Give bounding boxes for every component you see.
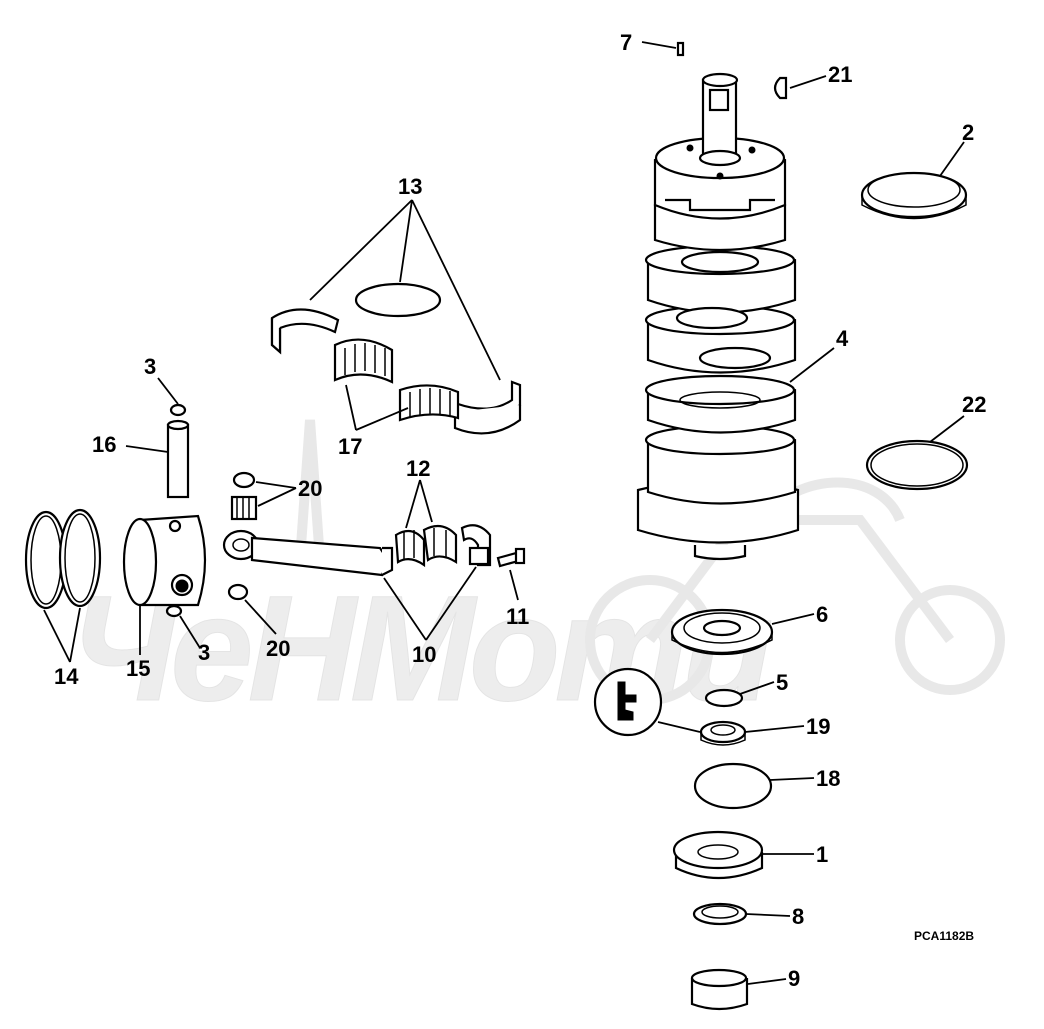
leader-lines <box>43 41 965 985</box>
connecting-rod-10 <box>222 529 394 577</box>
washer-20-top <box>232 471 256 489</box>
callout-4: 4 <box>836 326 849 351</box>
piston-rings-14 <box>24 508 102 610</box>
callout-14: 14 <box>54 664 79 689</box>
needle-bearing-17-a <box>333 338 394 384</box>
callout-18: 18 <box>816 766 840 791</box>
callout-17: 17 <box>338 434 362 459</box>
piston-pin-16 <box>166 419 190 499</box>
callout-7: 7 <box>620 30 632 55</box>
callout-22: 22 <box>962 392 986 417</box>
watermark: ЧеНМоти <box>70 419 1005 733</box>
key-part-7 <box>676 41 685 57</box>
bearing-shell-13-right <box>453 380 522 435</box>
needle-bearing-17-b <box>398 384 460 422</box>
callout-20-bottom: 20 <box>266 636 290 661</box>
callout-16: 16 <box>92 432 116 457</box>
callout-20-top: 20 <box>298 476 322 501</box>
woodruff-key-21 <box>773 76 788 100</box>
seal-ring-2 <box>860 171 968 220</box>
rod-cap-10 <box>460 524 492 567</box>
callout-3-bottom: 3 <box>198 640 210 665</box>
o-ring-18 <box>693 762 773 810</box>
callout-19: 19 <box>806 714 830 739</box>
callout-9: 9 <box>788 966 800 991</box>
drawing-code: PCA1182B <box>914 929 974 943</box>
needle-bearing-12 <box>394 524 458 568</box>
needle-bearing-20 <box>230 495 258 521</box>
callout-21: 21 <box>828 62 852 87</box>
callout-8: 8 <box>792 904 804 929</box>
callout-13: 13 <box>398 174 422 199</box>
retaining-ring-5 <box>704 688 744 708</box>
sleeve-9 <box>690 968 749 1011</box>
circlip-3-top <box>169 403 187 417</box>
callout-15: 15 <box>126 656 150 681</box>
crankshaft <box>636 72 800 561</box>
cap-screw-11 <box>496 547 526 568</box>
seal-19 <box>699 720 747 746</box>
callout-12: 12 <box>406 456 430 481</box>
callout-3-top: 3 <box>144 354 156 379</box>
retaining-ring-13 <box>354 282 442 318</box>
seal-8 <box>692 902 748 926</box>
callout-10: 10 <box>412 642 436 667</box>
circlip-3-bottom <box>165 604 183 618</box>
bearing-shell-13-left <box>270 308 340 355</box>
o-ring-22 <box>865 439 969 491</box>
ball-bearing-6 <box>670 608 774 656</box>
tool-symbol-icon <box>593 667 663 737</box>
callout-labels: 7 21 2 13 4 3 22 16 17 12 20 11 6 3 20 1… <box>54 30 986 991</box>
callout-11: 11 <box>506 604 529 629</box>
piston-15 <box>122 514 207 607</box>
callout-5: 5 <box>776 670 788 695</box>
callout-2: 2 <box>962 120 974 145</box>
washer-20-bottom <box>227 583 249 601</box>
callout-6: 6 <box>816 602 828 627</box>
bearing-housing-1 <box>672 830 764 880</box>
callout-1: 1 <box>816 842 828 867</box>
